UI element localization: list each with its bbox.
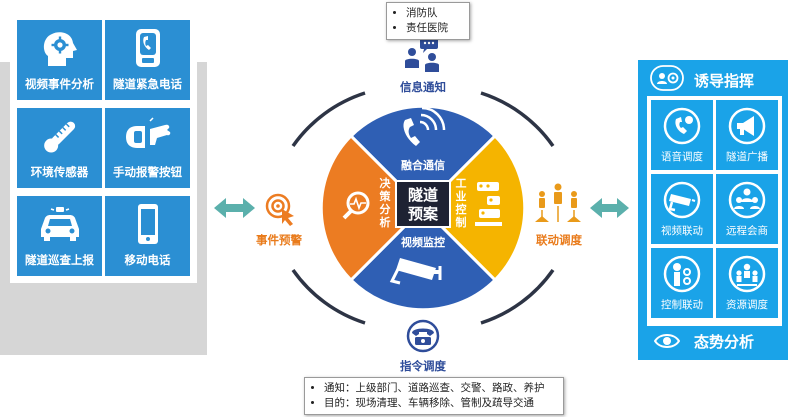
source-label: 隧道紧急电话 xyxy=(113,77,182,91)
center-box xyxy=(395,180,451,228)
source-mobile-phone[interactable]: 移动电话 xyxy=(105,196,190,276)
right-command-grid: 语音调度 隧道广播 视频联动 xyxy=(647,96,782,326)
source-environment-sensor[interactable]: 环境传感器 xyxy=(17,108,102,188)
cmd-tunnel-broadcast[interactable]: 隧道广播 xyxy=(716,100,778,170)
right-panel-footer: 态势分析 xyxy=(694,333,755,351)
megaphone-icon xyxy=(716,105,778,147)
cmd-label: 控制联动 xyxy=(661,299,703,311)
thermometer-icon xyxy=(17,114,102,158)
top-note-item: 责任医院 xyxy=(406,21,462,36)
quadrant-bottom-label: 视频监控 xyxy=(401,235,445,249)
cmd-video-linkage[interactable]: 视频联动 xyxy=(651,174,713,244)
right-panel-header: 诱导指挥 xyxy=(694,72,755,90)
situation-eye-icon xyxy=(653,330,681,356)
sector-right-industrial-control[interactable] xyxy=(420,133,527,283)
event-warning-icon xyxy=(265,193,294,226)
quadrant-left-label: 决 策 分 析 xyxy=(379,176,392,229)
cmd-label: 隧道广播 xyxy=(726,151,768,163)
top-note-box: 消防队 责任医院 xyxy=(386,2,470,40)
left-double-arrow xyxy=(214,198,255,218)
alarm-button-icon xyxy=(105,114,190,158)
resource-icon xyxy=(716,253,778,295)
node-linkage-dispatch-label: 联动调度 xyxy=(536,233,582,247)
guide-command-header-icon xyxy=(650,65,684,95)
outer-ring xyxy=(291,91,555,325)
camera-icon xyxy=(651,179,713,221)
sector-left-decision-analysis[interactable] xyxy=(319,133,426,283)
info-notify-icon xyxy=(405,37,439,72)
bottom-note-item: 目的：现场清理、车辆移除、管制及疏导交通 xyxy=(324,396,556,411)
source-label: 移动电话 xyxy=(124,253,171,267)
cctv-camera-icon xyxy=(389,258,442,285)
source-video-event-analysis[interactable]: 视频事件分析 xyxy=(17,20,102,100)
center-title-line2: 预案 xyxy=(408,205,439,223)
node-info-notify-label: 信息通知 xyxy=(400,80,446,94)
mobile-phone-icon xyxy=(105,202,190,246)
cmd-label: 远程会商 xyxy=(726,225,768,237)
cmd-label: 视频联动 xyxy=(661,225,703,237)
linkage-dispatch-icon xyxy=(535,183,581,222)
head-gear-icon xyxy=(17,26,102,70)
industrial-line-icon xyxy=(475,182,502,226)
quadrant-top-label: 融合通信 xyxy=(401,158,445,172)
svg-text:析: 析 xyxy=(380,215,391,229)
svg-text:分: 分 xyxy=(380,202,391,216)
svg-text:策: 策 xyxy=(379,189,392,203)
source-tunnel-emergency-phone[interactable]: 隧道紧急电话 xyxy=(105,20,190,100)
meeting-icon xyxy=(716,179,778,221)
center-title-line1: 隧道 xyxy=(408,186,438,204)
node-event-warning-label: 事件预警 xyxy=(256,233,302,247)
svg-text:制: 制 xyxy=(456,215,467,229)
left-source-grid: 视频事件分析 隧道紧急电话 xyxy=(10,10,197,283)
top-note-item: 消防队 xyxy=(406,6,462,21)
emergency-phone-icon xyxy=(105,26,190,70)
bottom-note-item: 通知：上级部门、道路巡查、交警、路政、养护 xyxy=(324,381,556,396)
command-dispatch-icon xyxy=(406,319,440,353)
svg-text:工: 工 xyxy=(456,177,467,190)
sector-top-fusion-comm[interactable] xyxy=(348,104,498,211)
cmd-voice-dispatch[interactable]: 语音调度 xyxy=(651,100,713,170)
cmd-label: 语音调度 xyxy=(661,151,703,163)
source-label: 环境传感器 xyxy=(30,165,89,179)
patrol-car-icon xyxy=(17,202,102,246)
voice-icon xyxy=(651,105,713,147)
source-label: 视频事件分析 xyxy=(25,77,94,91)
source-label: 隧道巡查上报 xyxy=(25,253,94,267)
bottom-note-box: 通知：上级部门、道路巡查、交警、路政、养护 目的：现场清理、车辆移除、管制及疏导… xyxy=(304,377,564,415)
control-icon xyxy=(651,253,713,295)
right-double-arrow xyxy=(590,198,629,218)
source-manual-alarm-button[interactable]: 手动报警按钮 xyxy=(105,108,190,188)
cmd-label: 资源调度 xyxy=(726,299,768,311)
node-command-dispatch-label: 指令调度 xyxy=(400,359,446,373)
cmd-control-linkage[interactable]: 控制联动 xyxy=(651,248,713,318)
quadrant-right-label: 工 业 控 制 xyxy=(456,177,467,229)
cmd-remote-meeting[interactable]: 远程会商 xyxy=(716,174,778,244)
svg-text:决: 决 xyxy=(380,176,392,190)
phone-signal-icon xyxy=(403,106,446,146)
svg-text:业: 业 xyxy=(456,189,467,203)
source-label: 手动报警按钮 xyxy=(113,165,182,179)
svg-text:控: 控 xyxy=(456,202,467,216)
cmd-resource-dispatch[interactable]: 资源调度 xyxy=(716,248,778,318)
magnifier-pulse-icon xyxy=(342,191,370,220)
sector-bottom-video-monitor[interactable] xyxy=(348,205,498,312)
source-tunnel-patrol-report[interactable]: 隧道巡查上报 xyxy=(17,196,102,276)
